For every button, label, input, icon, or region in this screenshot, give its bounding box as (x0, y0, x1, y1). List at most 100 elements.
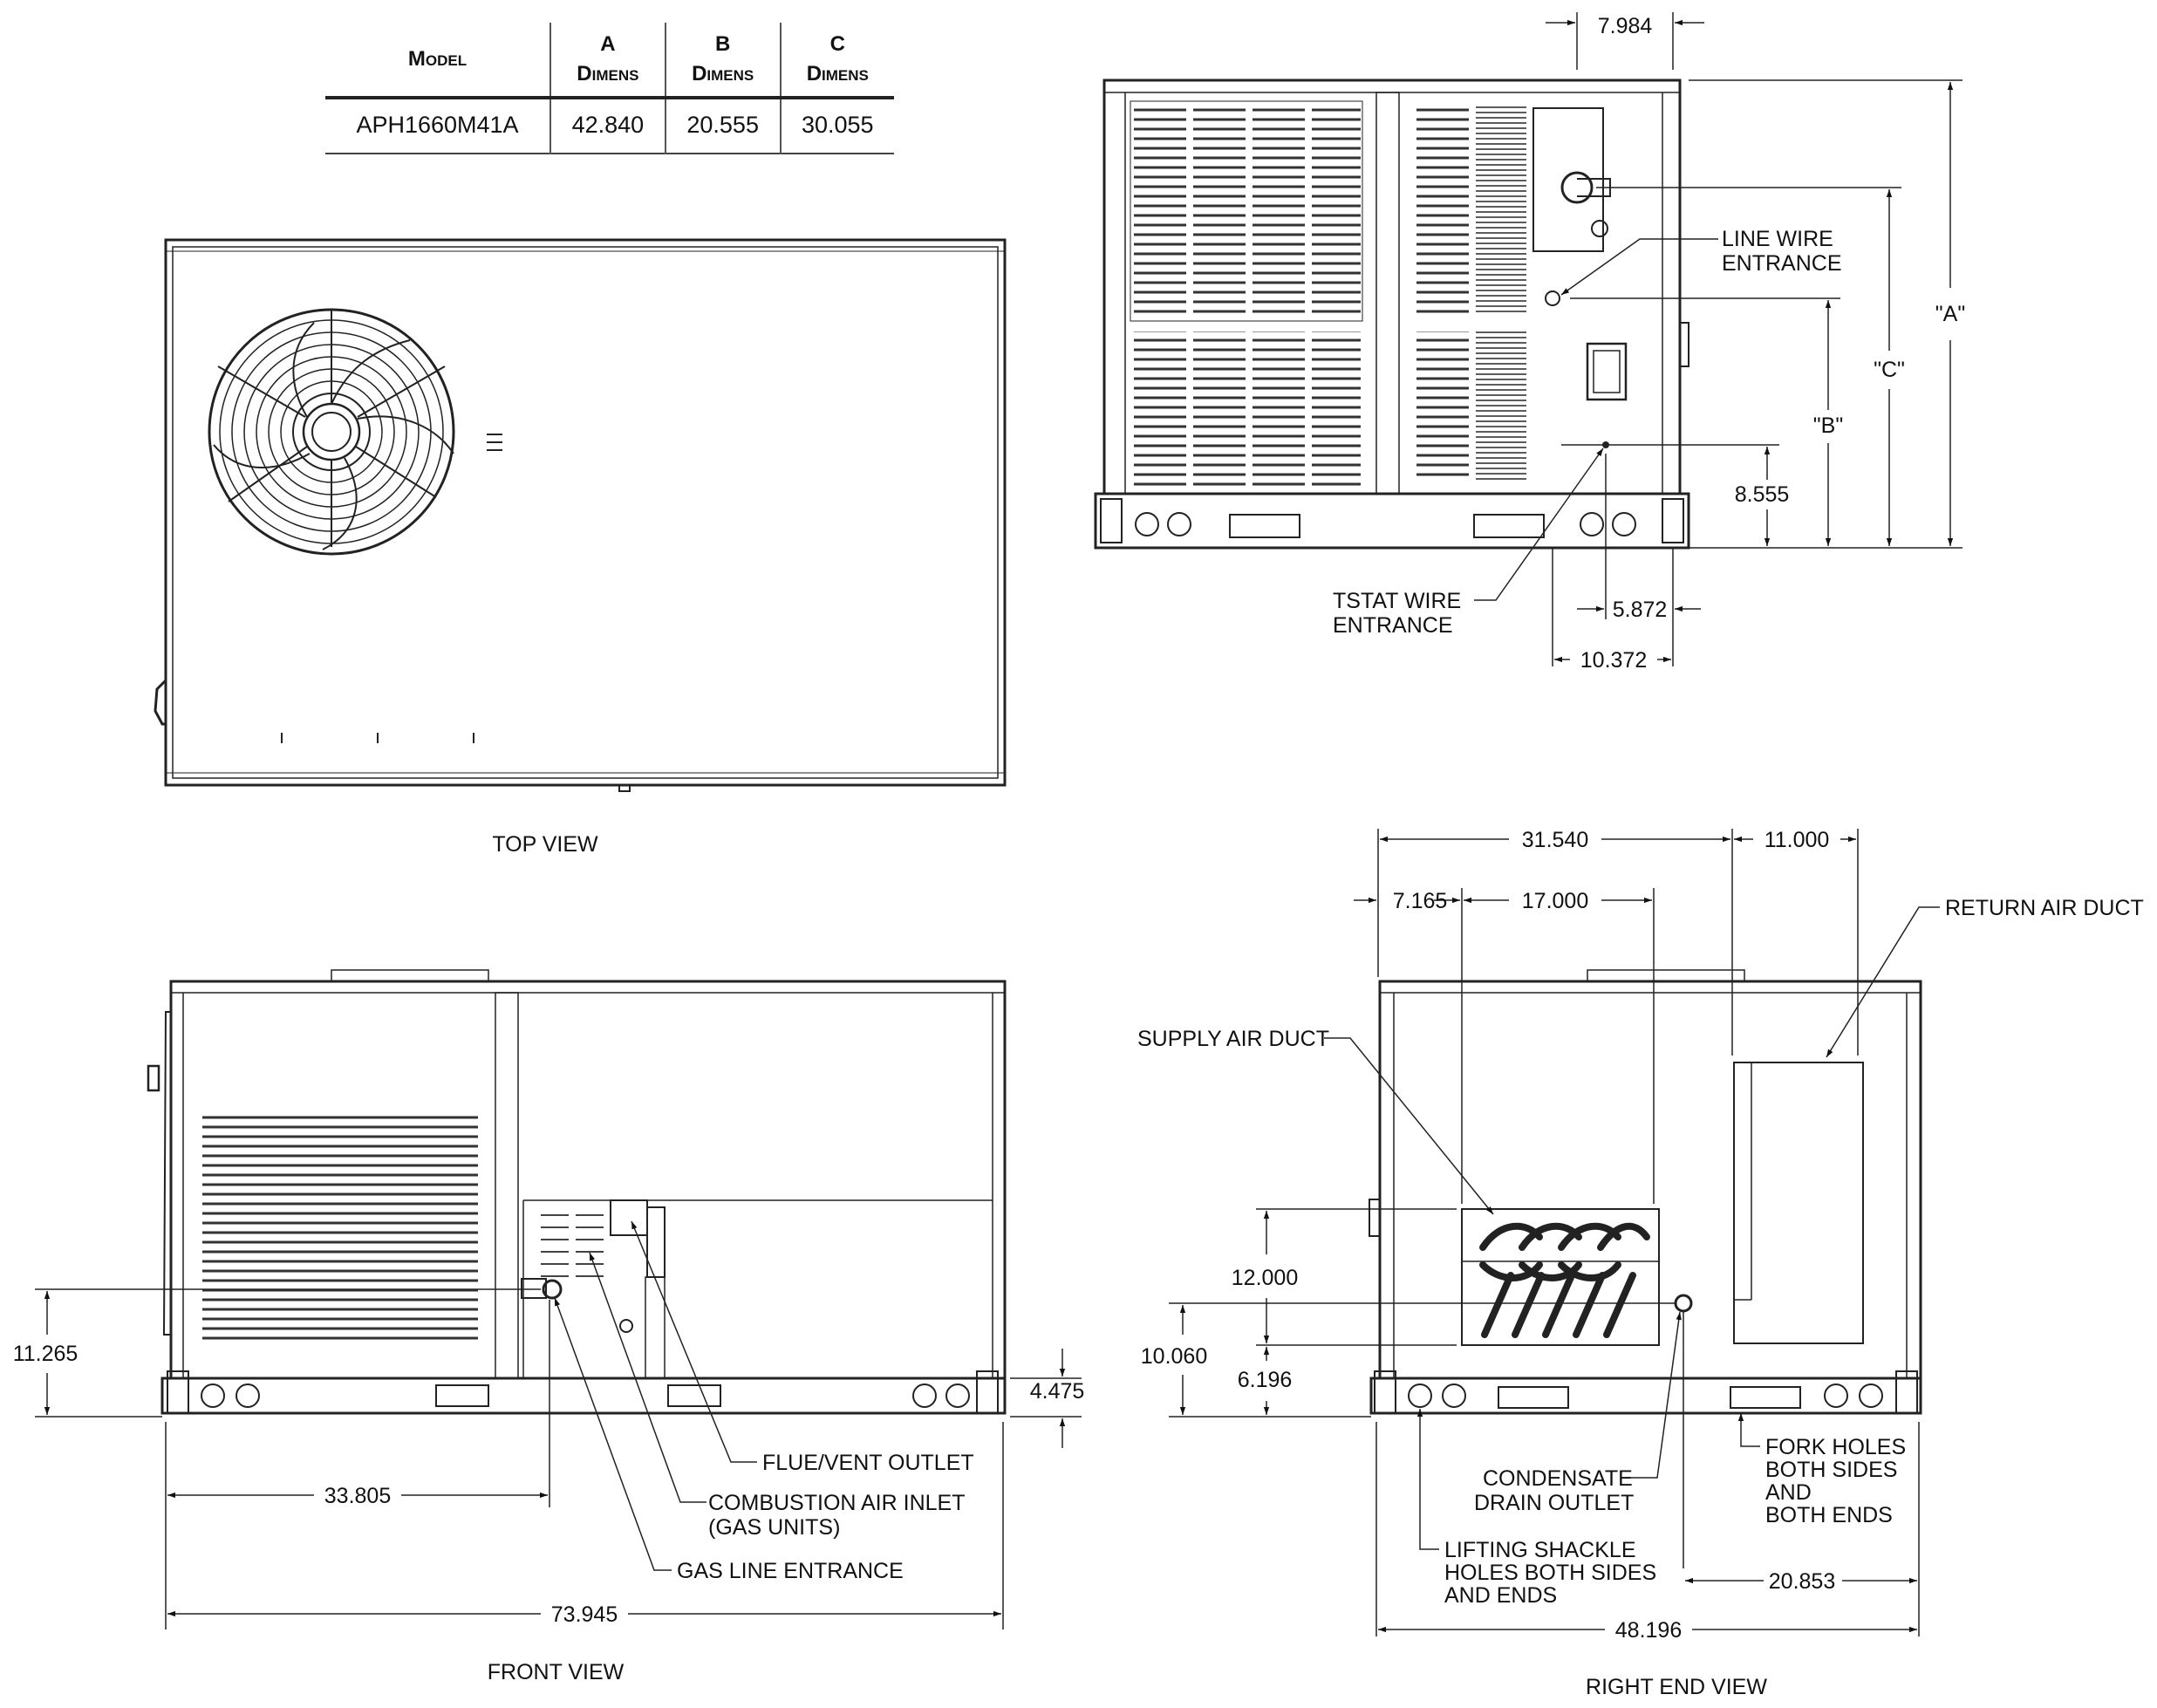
heat-exchanger-tubes (1479, 1222, 1650, 1338)
dim-6-196: 6.196 (1238, 1347, 1293, 1415)
dim-20-853: 20.853 (1685, 1569, 1917, 1594)
svg-text:FLUE/VENT OUTLET: FLUE/VENT OUTLET (762, 1451, 974, 1475)
svg-text:12.000: 12.000 (1232, 1266, 1298, 1290)
svg-text:GAS LINE ENTRANCE: GAS LINE ENTRANCE (677, 1559, 904, 1583)
louver-panel (1134, 331, 1186, 488)
callout-supply-air-duct: SUPPLY AIR DUCT (1137, 1027, 1494, 1215)
dim-73-945: 73.945 (167, 1602, 1001, 1627)
svg-text:BOTH ENDS: BOTH ENDS (1765, 1503, 1893, 1527)
louver-panel (1253, 105, 1305, 314)
louver-panel (1312, 105, 1361, 314)
svg-text:FORK HOLES: FORK HOLES (1765, 1435, 1906, 1459)
svg-text:48.196: 48.196 (1615, 1618, 1682, 1643)
svg-text:7.165: 7.165 (1393, 889, 1448, 913)
top-view-label: TOP VIEW (492, 832, 598, 857)
svg-text:(GAS UNITS): (GAS UNITS) (708, 1515, 840, 1540)
right-end-view-label: RIGHT END VIEW (1586, 1675, 1767, 1699)
svg-text:20.853: 20.853 (1769, 1569, 1835, 1594)
louver-panel (1134, 105, 1186, 314)
svg-text:"C": "C" (1874, 358, 1905, 382)
front-view: 11.265 4.475 33.805 73.945 FLUE/VENT OUT… (13, 969, 1085, 1684)
cell-c: 30.055 (779, 98, 894, 154)
right-end-view: 31.540 11.000 7.165 17.000 12.000 (1137, 828, 2144, 1699)
dim-31-540: 31.540 (1380, 828, 1730, 852)
dim-11-265: 11.265 (13, 1291, 78, 1415)
svg-text:8.555: 8.555 (1735, 482, 1790, 507)
louver-panel (1193, 105, 1246, 314)
callout-tstat-wire: TSTAT WIRE ENTRANCE (1333, 447, 1604, 638)
coil-fins (1476, 331, 1526, 480)
svg-text:COMBUSTION AIR INLET: COMBUSTION AIR INLET (708, 1491, 965, 1515)
svg-text:LIFTING SHACKLE: LIFTING SHACKLE (1444, 1538, 1636, 1562)
callout-gas-line: GAS LINE ENTRANCE (554, 1297, 904, 1583)
dim-10-372: 10.372 (1554, 648, 1671, 673)
svg-text:"B": "B" (1813, 413, 1843, 438)
louver-panel (1253, 331, 1305, 488)
svg-text:17.000: 17.000 (1522, 889, 1588, 913)
callout-condensate: CONDENSATE DRAIN OUTLET (1474, 1311, 1682, 1515)
coil-fins (1476, 105, 1526, 314)
dim-17-000: 17.000 (1464, 889, 1652, 913)
dim-5-872: 5.872 (1577, 598, 1701, 622)
front-louver-panel (202, 1110, 478, 1345)
combustion-louver (541, 1207, 569, 1286)
callout-line-wire: LINE WIRE ENTRANCE (1560, 227, 1842, 296)
dim-7-984: 7.984 (1546, 12, 1704, 70)
svg-text:7.984: 7.984 (1598, 14, 1653, 38)
svg-text:"A": "A" (1935, 302, 1965, 326)
dim-10-060: 10.060 (1141, 1305, 1207, 1415)
dim-48-196: 48.196 (1378, 1618, 1917, 1643)
louver-panel (1193, 331, 1246, 488)
dim-A: "A" (1935, 82, 1965, 546)
rear-view: 7.984 "A" "C" "B" 8.555 (1094, 12, 1965, 673)
svg-text:LINE WIRE: LINE WIRE (1722, 227, 1833, 251)
dim-8-555: 8.555 (1735, 447, 1790, 546)
svg-text:33.805: 33.805 (324, 1484, 391, 1508)
svg-text:DRAIN OUTLET: DRAIN OUTLET (1474, 1491, 1634, 1515)
svg-text:HOLES BOTH SIDES: HOLES BOTH SIDES (1444, 1561, 1656, 1585)
svg-text:TSTAT WIRE: TSTAT WIRE (1333, 589, 1461, 613)
svg-text:73.945: 73.945 (551, 1602, 618, 1627)
cell-b: 20.555 (664, 98, 781, 154)
cell-a: 42.840 (549, 98, 666, 154)
svg-text:31.540: 31.540 (1522, 828, 1588, 852)
louver-panel (1416, 105, 1469, 314)
svg-text:CONDENSATE: CONDENSATE (1483, 1466, 1633, 1491)
dim-33-805: 33.805 (167, 1484, 548, 1508)
front-view-label: FRONT VIEW (488, 1660, 625, 1684)
callout-fork-holes: FORK HOLES BOTH SIDES AND BOTH ENDS (1737, 1413, 1906, 1527)
table-row: APH1660M41A 42.840 20.555 30.055 (325, 98, 894, 154)
svg-text:SUPPLY AIR DUCT: SUPPLY AIR DUCT (1137, 1027, 1329, 1051)
louver-panel (1312, 331, 1361, 488)
dim-B: "B" (1813, 300, 1843, 546)
svg-text:11.000: 11.000 (1765, 828, 1830, 852)
svg-text:BOTH SIDES: BOTH SIDES (1765, 1458, 1897, 1482)
callout-lifting-shackle: LIFTING SHACKLE HOLES BOTH SIDES AND END… (1416, 1409, 1656, 1608)
callout-flue-vent: FLUE/VENT OUTLET (631, 1220, 974, 1475)
svg-text:6.196: 6.196 (1238, 1368, 1293, 1392)
svg-text:10.372: 10.372 (1580, 648, 1647, 673)
dim-C: "C" (1874, 189, 1905, 546)
svg-text:RETURN AIR DUCT: RETURN AIR DUCT (1945, 896, 2144, 920)
svg-text:10.060: 10.060 (1141, 1344, 1207, 1369)
svg-text:5.872: 5.872 (1613, 598, 1668, 622)
top-view: TOP VIEW (154, 238, 1007, 857)
condenser-fan-guard (208, 308, 455, 556)
dim-11-000: 11.000 (1734, 828, 1856, 852)
svg-text:ENTRANCE: ENTRANCE (1722, 251, 1842, 276)
dim-12-000: 12.000 (1232, 1211, 1298, 1343)
dim-7-165: 7.165 (1354, 889, 1460, 913)
svg-text:ENTRANCE: ENTRANCE (1333, 613, 1453, 638)
cell-model: APH1660M41A (356, 112, 519, 138)
svg-text:11.265: 11.265 (13, 1342, 78, 1366)
svg-text:AND ENDS: AND ENDS (1444, 1583, 1557, 1608)
combustion-louver (576, 1207, 604, 1286)
louver-panel (1416, 331, 1469, 480)
svg-text:4.475: 4.475 (1030, 1379, 1085, 1404)
